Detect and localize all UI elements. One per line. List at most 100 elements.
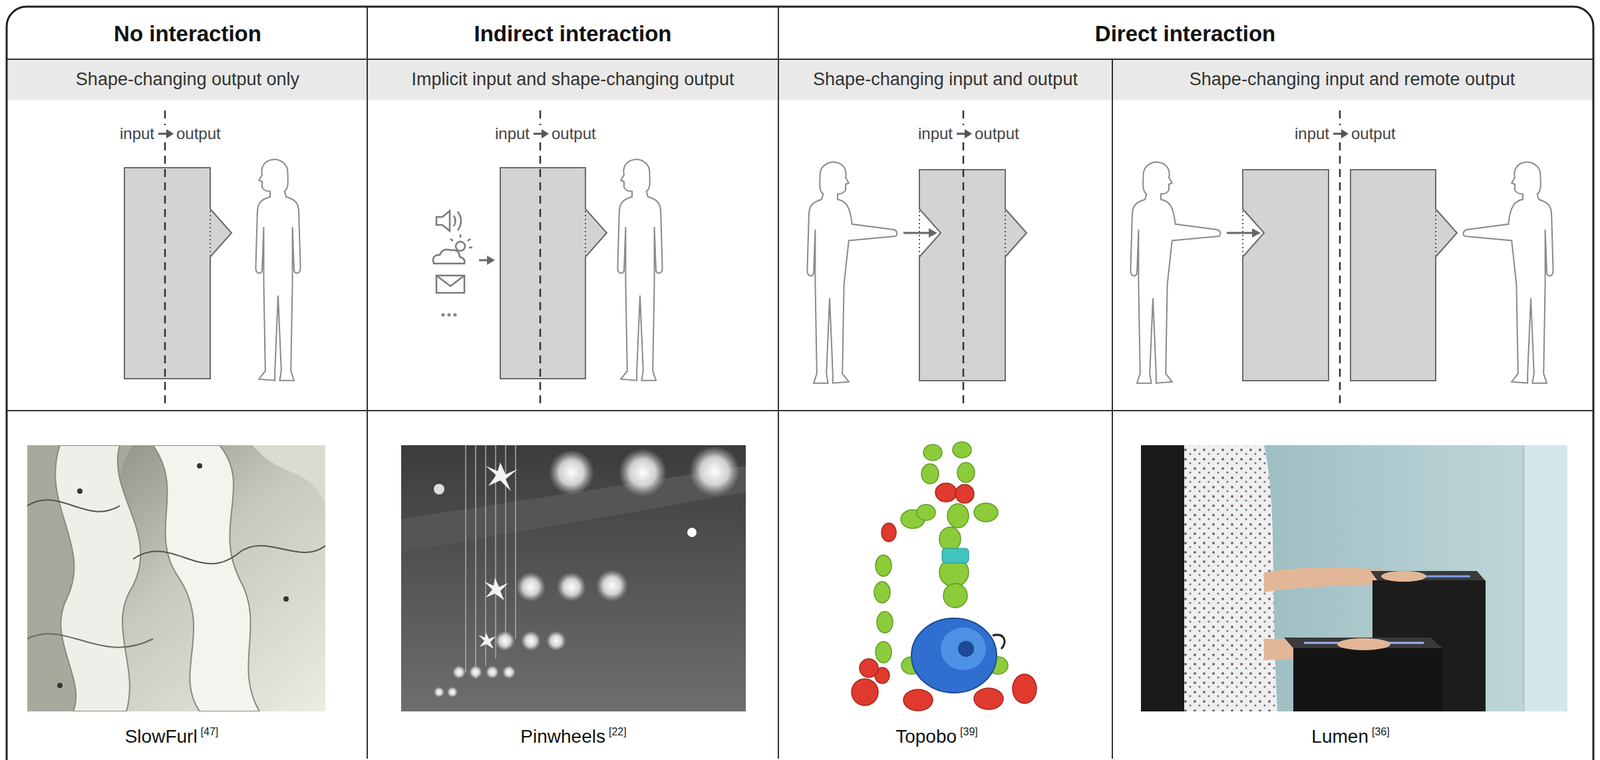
header-cell: Direct interaction [778,7,1593,60]
column-heading: No interaction [113,21,262,47]
shape-edge [1004,210,1006,256]
photo-caption: Lumen[36] [1311,725,1390,748]
topobo-photo [916,504,936,521]
pinwheels-photo [618,448,667,497]
person-silhouette [1463,162,1554,384]
topobo-photo [935,482,957,502]
topobo-photo [952,441,972,458]
interface-box [124,167,1457,381]
table-grid [6,58,1594,60]
pinwheels-photo [469,665,483,679]
table-grid [777,6,780,759]
flow-arrow [1333,133,1343,136]
flow-arrow [166,129,174,139]
input-icon [433,210,473,293]
input-icon [436,275,465,287]
topobo-photo [875,554,892,577]
push-arrow [903,232,931,235]
topobo-photo [923,444,943,461]
lumen-photo [1523,445,1568,712]
push-arrow [1252,228,1261,238]
flow-arrow [956,133,966,136]
more-dots [447,312,451,317]
topobo-photo [876,611,893,633]
header-cell: Indirect interaction [367,7,779,60]
category-text: Shape-changing output only [75,69,300,90]
input-icon [436,210,450,231]
slowfurl-photo [196,463,203,469]
reference-number: [36] [1371,725,1390,738]
lumen-photo [1337,638,1391,650]
input-icon [453,215,456,227]
pinwheels-photo [485,665,499,679]
boundary-line [164,110,167,404]
topobo-photo [939,526,961,551]
slowfurl-photo [27,633,154,647]
topobo-photo [875,641,892,663]
input-icon [457,211,462,231]
input-icon [436,275,465,293]
category-text: Shape-changing input and output [812,69,1078,90]
slowfurl-photo [153,445,260,712]
pinwheels-photo [401,445,746,712]
interface-box [1242,169,1329,381]
pinwheels-photo [484,577,509,601]
example-name: Pinwheels [520,725,606,747]
input-arrow [486,255,495,265]
topobo-photo [911,618,997,693]
input-arrow [479,255,495,265]
photo-caption: Topobo[39] [895,725,978,748]
topobo-photo [973,502,998,522]
lumen-photo [1184,445,1278,712]
slowfurl-photo [27,445,326,712]
pinwheels-photo [452,665,466,679]
category-text: Implicit input and shape-changing output [411,69,735,90]
column-heading: Direct interaction [1095,21,1276,47]
lumen-photo [1381,570,1427,582]
flow-arrow [533,133,543,136]
push-arrow [1226,232,1254,235]
input-icon [433,249,465,264]
header-cell: No interaction [7,7,368,60]
topobo-photo [958,640,974,657]
more-dots [441,312,445,317]
table-grid [6,6,1594,760]
slowfurl-photo [27,499,120,511]
table-grid [1111,59,1114,759]
lumen-photo [1140,445,1568,712]
person-silhouette [806,162,897,384]
output-label: output [1351,125,1396,143]
topobo-photo [973,687,1004,710]
pinwheels-photo [485,462,518,491]
pinwheels-photo [520,630,541,651]
slowfurl-photo [57,682,63,688]
pinwheels-photo [494,630,515,651]
example-name: Topobo [895,725,957,747]
shape-edge [209,210,211,256]
topobo-photo [881,522,897,542]
flow-arrow [541,129,549,139]
output-label: output [974,125,1020,143]
pinwheels-photo [447,686,458,698]
topobo-photo [992,634,1005,649]
example-name: SlowFurl [125,725,198,747]
person-silhouette [1130,162,1221,384]
photo-caption: SlowFurl[47] [125,725,219,748]
pinwheels-photo [596,569,629,602]
interface-box [1350,169,1457,381]
output-label: output [551,125,597,143]
pinwheels-photo [478,462,518,649]
pinwheels-photo [546,630,567,651]
topobo-photo [955,484,974,503]
photo-caption: Pinwheels[22] [520,725,627,748]
reference-number: [47] [200,725,219,738]
person-silhouette [617,159,662,381]
pinwheels-photo [556,572,587,602]
boundary-line [1339,110,1342,404]
table-grid [6,6,1594,760]
interface-box [500,167,607,379]
input-arrow [479,259,489,262]
category-band: Shape-changing output only [7,59,368,100]
slowfurl-photo [27,445,326,712]
